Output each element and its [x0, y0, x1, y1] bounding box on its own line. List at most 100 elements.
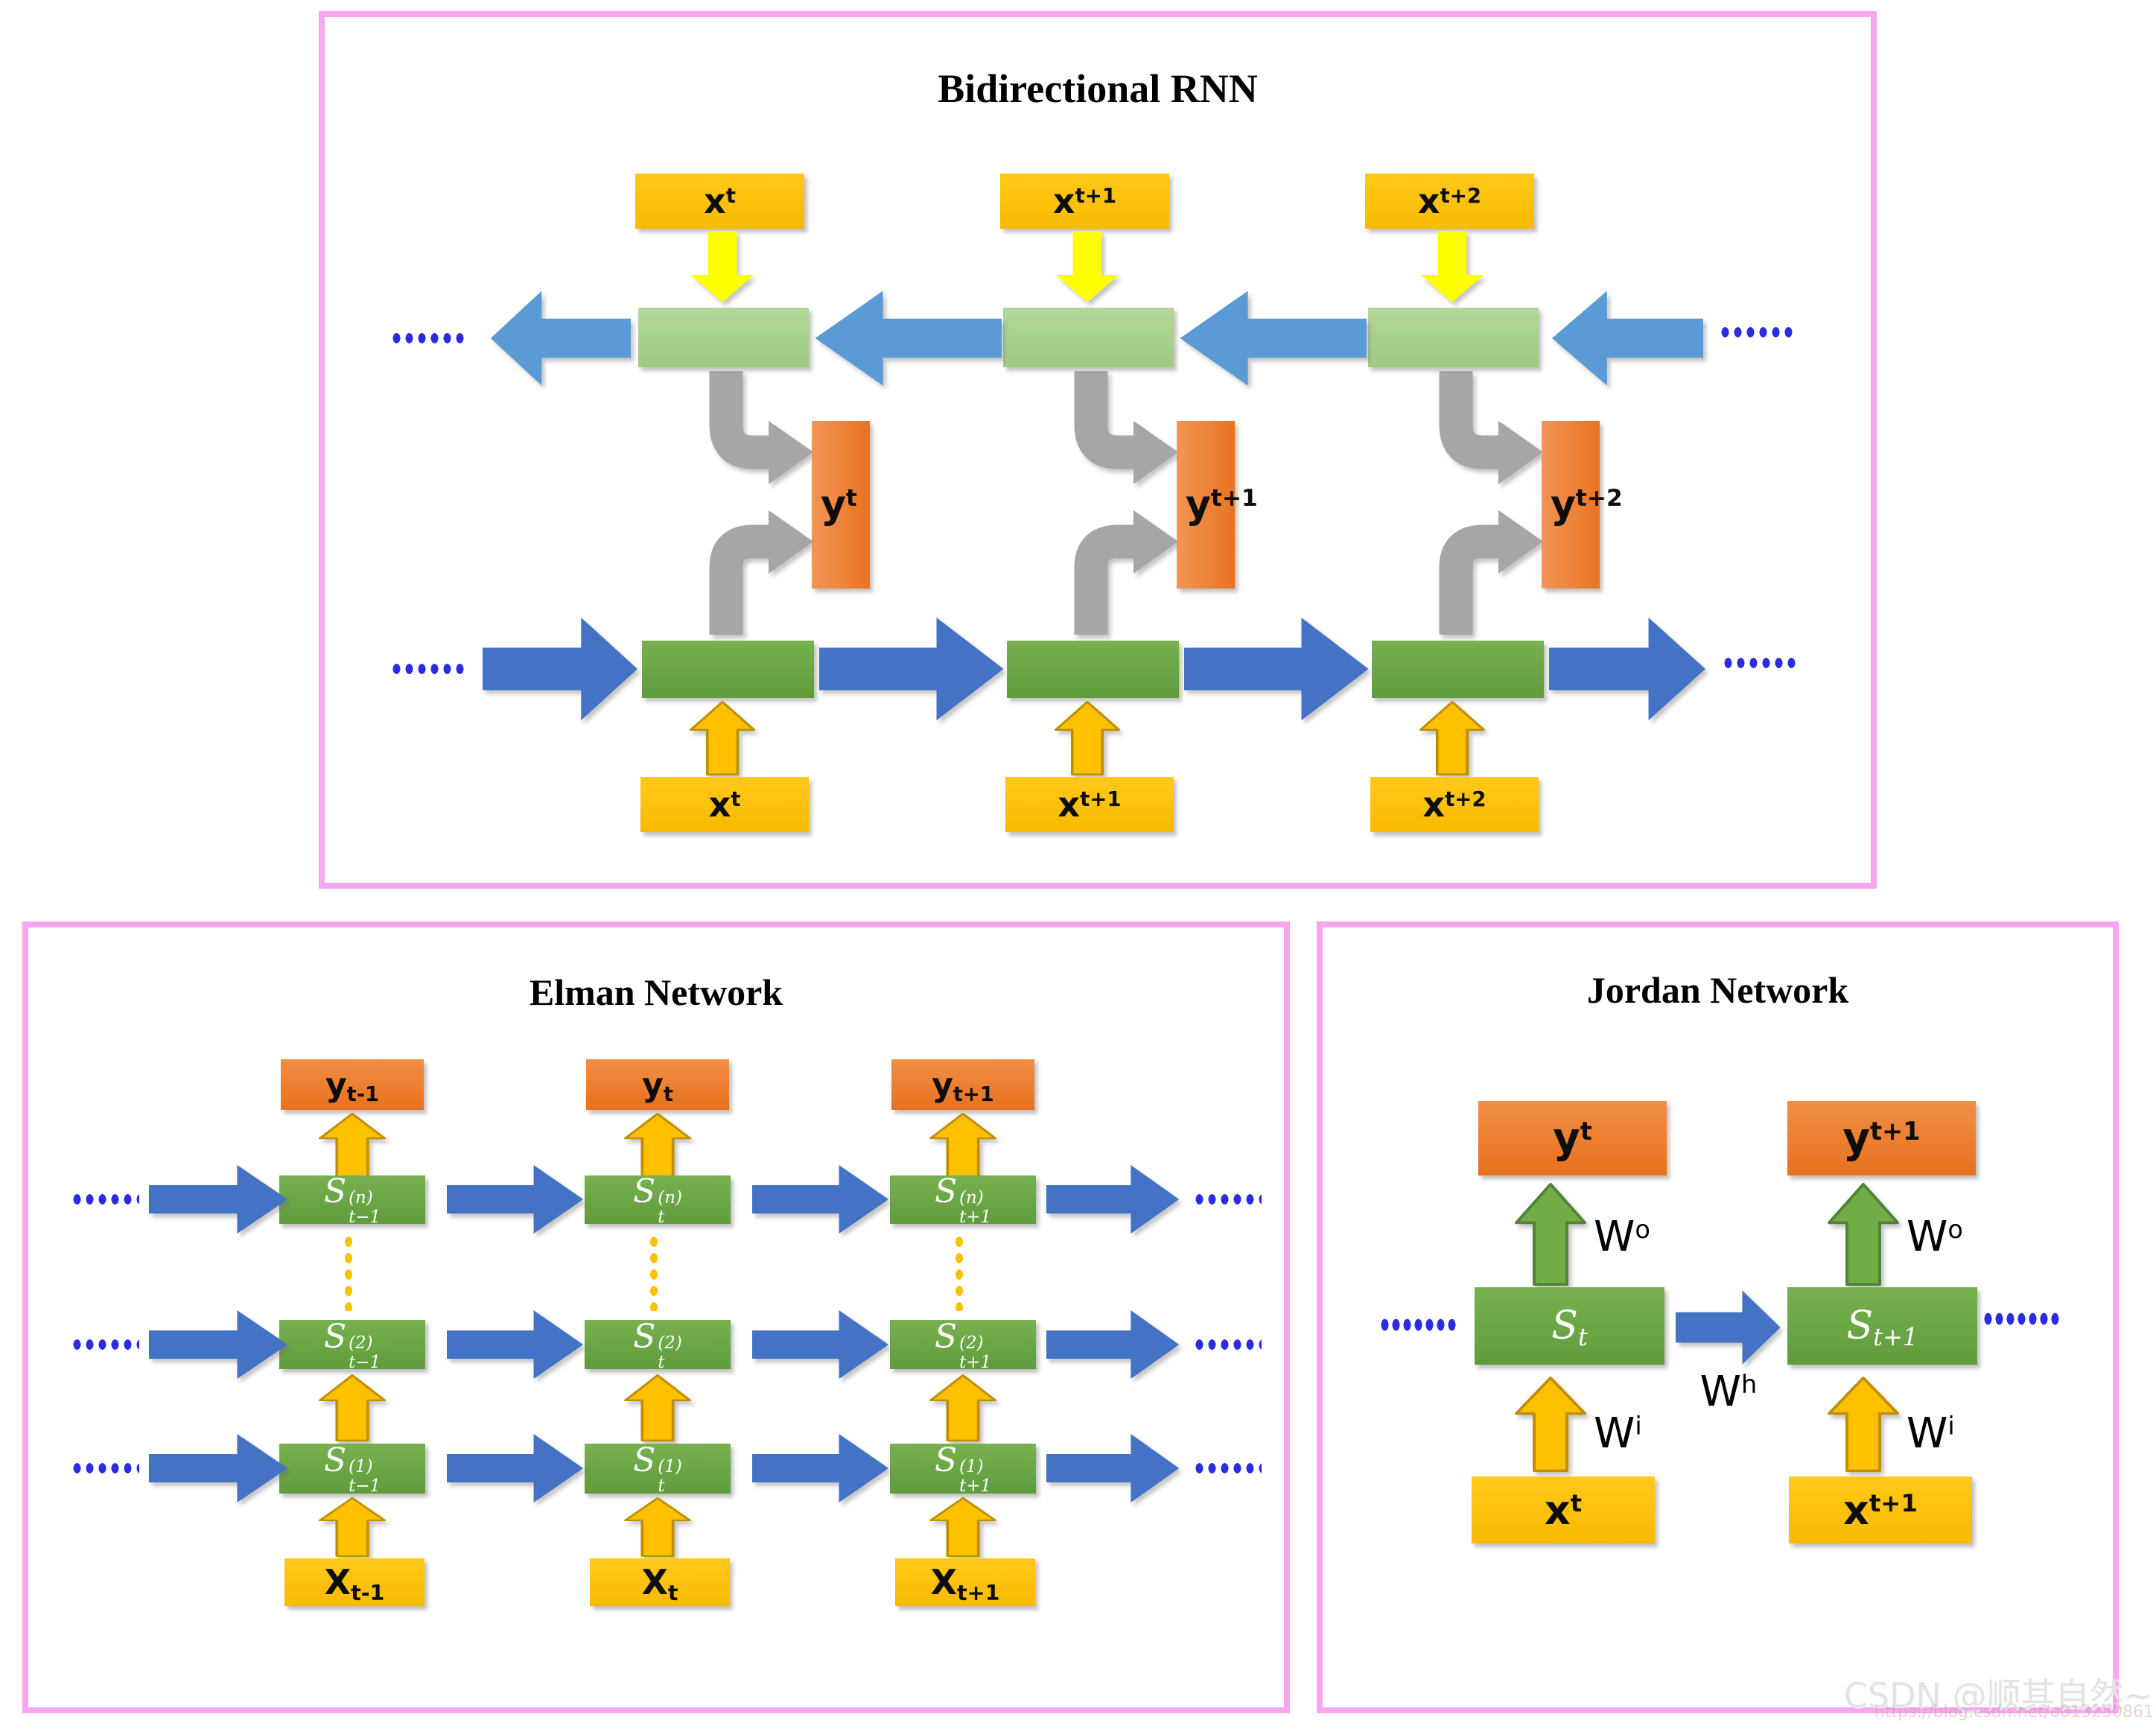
- up-arrow-icon: [623, 1497, 692, 1557]
- elman-output-label: yt+1: [932, 1065, 994, 1107]
- jordan-input-box: xt: [1472, 1476, 1655, 1543]
- down-arrow-icon: [690, 231, 754, 302]
- bidir-top-input-box: xt+1: [1000, 174, 1169, 229]
- right-arrow-icon: [1676, 1290, 1781, 1365]
- up-arrow-icon: [1828, 1183, 1899, 1286]
- jordan-output-label: yt+1: [1842, 1114, 1921, 1163]
- ellipsis-dots: [1193, 1193, 1262, 1205]
- ellipsis-dots: [1982, 1313, 2061, 1325]
- down-arrow-icon: [1420, 231, 1484, 302]
- up-arrow-icon: [1515, 1377, 1586, 1472]
- bidir-bottom-input-box: xt+1: [1005, 777, 1174, 832]
- elman-network-title: Elman Network: [529, 971, 783, 1013]
- bidir-forward-state-box: [1372, 641, 1544, 698]
- ellipsis-dots: [71, 1462, 139, 1474]
- bidir-backward-state-box: [1003, 308, 1174, 367]
- bidir-top-input-label: xt+1: [1052, 181, 1117, 221]
- bidir-output-label: yt+1: [1186, 482, 1258, 527]
- right-arrow-icon: [1184, 618, 1369, 720]
- bidir-top-input-box: xt+2: [1365, 174, 1534, 229]
- left-arrow-icon: [1180, 291, 1367, 386]
- bidir-bottom-input-label: xt+1: [1058, 784, 1122, 825]
- elman-state-box: S(1)t: [585, 1441, 731, 1497]
- right-arrow-icon: [149, 1165, 288, 1234]
- elman-state-label: S(n)t+1: [934, 1173, 992, 1228]
- right-arrow-icon: [1046, 1165, 1180, 1234]
- right-arrow-icon: [447, 1310, 584, 1379]
- left-arrow-icon: [815, 291, 1002, 386]
- ellipsis-dots: [390, 663, 465, 675]
- elman-input-label: Xt: [641, 1562, 678, 1605]
- right-arrow-icon: [752, 1310, 889, 1379]
- bidir-output-label: yt+2: [1551, 482, 1623, 527]
- elman-state-box: S(1)t−1: [279, 1441, 425, 1497]
- vertical-dots: [955, 1234, 964, 1311]
- bidir-bottom-input-label: xt+2: [1422, 784, 1486, 825]
- output-connector-arrows: [709, 371, 1543, 635]
- bidir-forward-state-box: [642, 641, 814, 698]
- up-arrow-icon: [929, 1374, 997, 1441]
- elman-state-label: S(2)t+1: [934, 1317, 992, 1372]
- ellipsis-dots: [390, 332, 465, 344]
- right-arrow-icon: [149, 1434, 288, 1503]
- right-arrow-icon: [752, 1165, 889, 1234]
- jordan-input-label: xt: [1544, 1486, 1583, 1534]
- elman-state-box: S(n)t−1: [279, 1173, 425, 1228]
- up-arrow-icon: [623, 1113, 692, 1178]
- watermark-url: https://blog.csdn.net/u013250861: [1874, 1703, 2154, 1722]
- up-arrow-icon: [318, 1374, 387, 1441]
- elman-state-label: S(n)t−1: [323, 1173, 381, 1228]
- bidir-output-bar: yt+2: [1542, 421, 1623, 588]
- up-arrow-icon: [1828, 1377, 1899, 1472]
- ellipsis-dots: [1722, 657, 1796, 669]
- elman-input-label: Xt+1: [930, 1562, 1000, 1605]
- up-arrow-icon: [318, 1113, 387, 1178]
- ellipsis-dots: [1193, 1339, 1262, 1351]
- ellipsis-dots: [71, 1193, 139, 1205]
- jordan-state-label: St: [1551, 1304, 1588, 1352]
- elman-state-label: S(1)t: [633, 1441, 682, 1497]
- bidir-bottom-input-label: xt: [708, 784, 741, 825]
- right-arrow-icon: [1046, 1434, 1180, 1503]
- up-arrow-icon: [1419, 701, 1486, 775]
- ellipsis-dots: [1379, 1319, 1457, 1331]
- right-arrow-icon: [752, 1434, 889, 1503]
- bidir-top-input-label: xt+2: [1417, 181, 1482, 221]
- bidir-bottom-input-box: xt: [640, 777, 809, 832]
- up-arrow-icon: [1515, 1183, 1586, 1286]
- jordan-state-label: St+1: [1846, 1304, 1918, 1352]
- elman-state-label: S(1)t−1: [323, 1441, 381, 1497]
- up-arrow-icon: [929, 1113, 997, 1178]
- left-arrow-icon: [1552, 291, 1703, 386]
- right-arrow-icon: [819, 618, 1004, 720]
- vertical-dots: [649, 1234, 658, 1311]
- bidir-forward-state-box: [1007, 641, 1179, 698]
- right-arrow-icon: [1549, 618, 1705, 720]
- elman-output-label: yt-1: [325, 1065, 379, 1107]
- bidir-output-bar: yt: [812, 421, 870, 588]
- ellipsis-dots: [1193, 1462, 1262, 1474]
- jordan-state-box: St: [1475, 1287, 1664, 1365]
- elman-output-box: yt+1: [891, 1059, 1034, 1110]
- elman-input-label: Xt-1: [324, 1562, 385, 1605]
- jordan-output-label: yt: [1553, 1114, 1592, 1163]
- weight-input-label: Wi: [1907, 1409, 1955, 1458]
- weight-hidden-label: Wh: [1699, 1368, 1758, 1416]
- bidir-top-input-label: xt: [704, 181, 736, 221]
- right-arrow-icon: [447, 1434, 584, 1503]
- ellipsis-dots: [71, 1339, 139, 1351]
- bidir-bottom-input-box: xt+2: [1370, 777, 1539, 832]
- elman-output-box: yt: [586, 1059, 729, 1110]
- elman-state-label: S(n)t: [633, 1173, 682, 1228]
- up-arrow-icon: [689, 701, 756, 775]
- right-arrow-icon: [483, 618, 637, 720]
- up-arrow-icon: [929, 1497, 997, 1557]
- up-arrow-icon: [623, 1374, 692, 1441]
- jordan-input-box: xt+1: [1789, 1476, 1972, 1543]
- ellipsis-dots: [1719, 326, 1793, 338]
- bidir-output-label: yt: [821, 482, 857, 527]
- elman-output-label: yt: [642, 1065, 673, 1107]
- jordan-network-title: Jordan Network: [1586, 969, 1849, 1011]
- bidir-top-input-box: xt: [635, 174, 804, 229]
- bidir-backward-state-box: [1368, 308, 1539, 367]
